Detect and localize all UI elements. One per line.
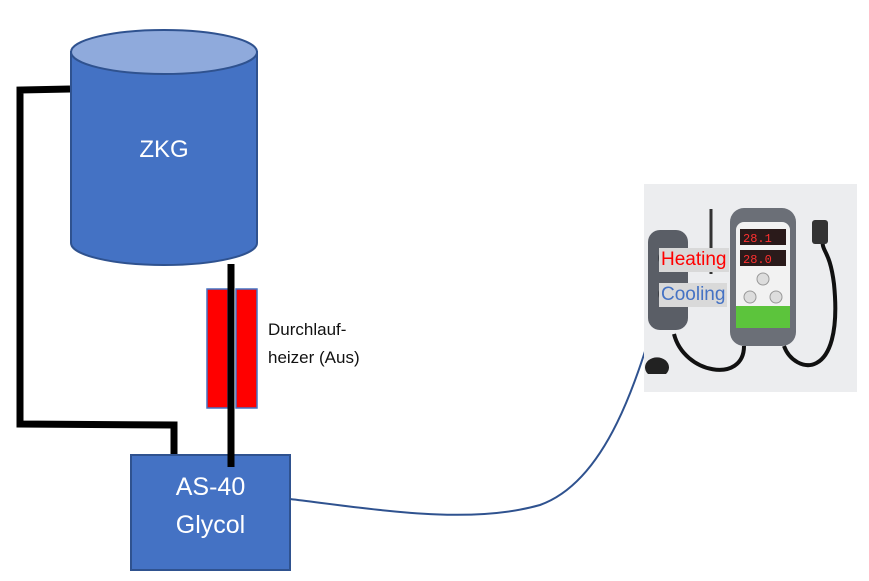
display-top-readout: 28.1 [743,232,772,246]
green-band [736,306,790,328]
down-button-icon [769,290,783,304]
return-pipe [16,85,178,460]
heater-right-element [235,288,258,409]
set-button-icon [756,272,770,286]
controller-cable [289,294,663,516]
tank-zkg [70,29,258,266]
heater-label-line2: heizer (Aus) [268,348,360,367]
tank-body [70,51,258,266]
display-bottom [740,250,786,266]
chiller-label-line2: Glycol [175,511,246,539]
tank-label: ZKG [139,136,189,163]
display-top [740,229,786,245]
tank-top [70,29,258,75]
socket-block [648,230,688,330]
heater-left-element [206,288,229,409]
display-bottom-readout: 28.0 [743,253,772,267]
chiller-box [130,454,291,571]
cables-icon [672,233,838,372]
hook-icon [645,357,669,374]
heating-label: Heating [659,248,729,272]
chiller-label-line1: AS-40 [175,473,246,501]
plug-icon [812,220,828,244]
up-button-icon [743,290,757,304]
cooling-label: Cooling [659,283,728,307]
heater-label-line1: Durchlauf- [268,320,347,339]
